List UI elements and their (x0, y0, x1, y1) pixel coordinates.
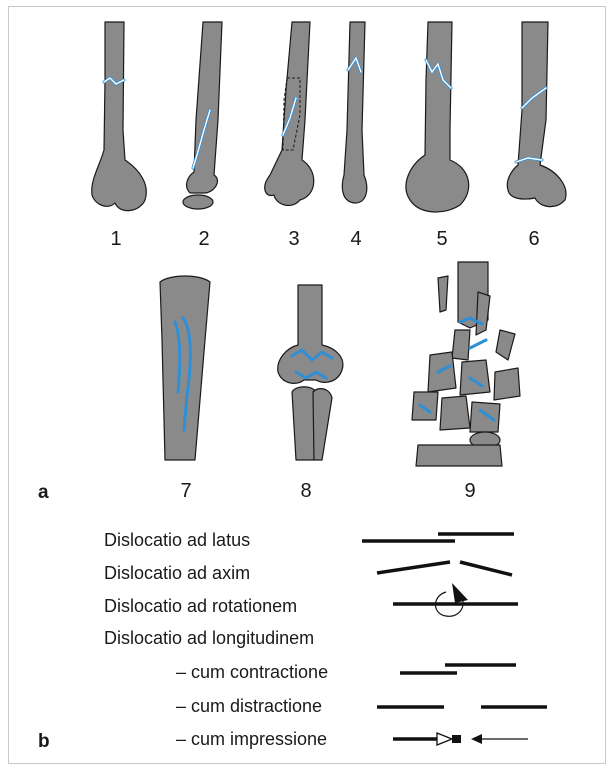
fracture-number-8: 8 (286, 480, 326, 503)
ad-latus-mark (362, 534, 514, 541)
bone-3-butterfly-fracture (265, 22, 314, 205)
panel-a-label: a (38, 482, 49, 504)
cum-impressione-mark (393, 733, 528, 745)
fracture-number-5: 5 (422, 228, 462, 251)
fracture-number-9: 9 (450, 480, 490, 503)
cum-impressione-label: – cum impressione (176, 729, 327, 750)
dislocatio-ad-latus-label: Dislocatio ad latus (104, 530, 250, 551)
bone-1-transverse-fracture (92, 22, 147, 211)
dislocatio-ad-rotationem-label: Dislocatio ad rotationem (104, 596, 297, 617)
fracture-number-6: 6 (514, 228, 554, 251)
bone-2-oblique-fracture (183, 22, 222, 209)
bone-4-short-oblique-fracture (342, 22, 366, 203)
dislocatio-ad-longitudinem-label: Dislocatio ad longitudinem (104, 628, 314, 649)
bone-9-comminuted-fracture (412, 262, 520, 466)
bone-6-segmental-fracture (507, 22, 566, 207)
bone-7-fissure-fracture (160, 276, 210, 460)
fracture-number-4: 4 (336, 228, 376, 251)
fracture-number-2: 2 (184, 228, 224, 251)
panel-b-label: b (38, 731, 50, 753)
fracture-number-7: 7 (166, 480, 206, 503)
cum-contractione-label: – cum contractione (176, 662, 328, 683)
bone-5-jagged-fracture (406, 22, 469, 212)
ad-rotationem-mark (393, 583, 518, 616)
cum-contractione-mark (400, 665, 516, 673)
cum-distractione-label: – cum distractione (176, 696, 322, 717)
ad-axim-mark (377, 562, 512, 575)
fracture-number-3: 3 (274, 228, 314, 251)
dislocatio-ad-axim-label: Dislocatio ad axim (104, 563, 250, 584)
fracture-number-1: 1 (96, 228, 136, 251)
bone-8-joint-fracture (278, 285, 343, 460)
